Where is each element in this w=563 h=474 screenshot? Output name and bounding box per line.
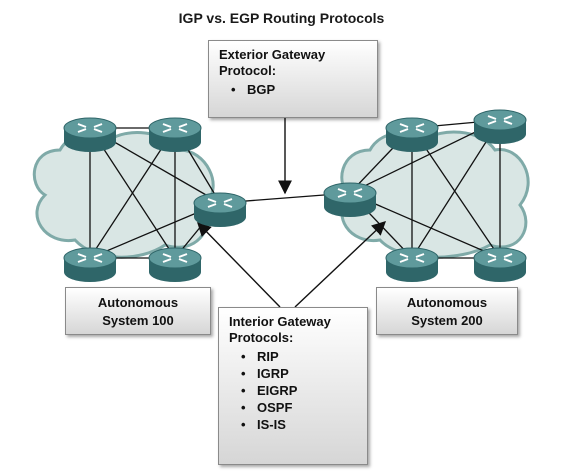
router-icon	[323, 182, 377, 217]
igp-item: OSPF	[241, 399, 357, 416]
router-icon	[473, 247, 527, 282]
router-icon	[148, 117, 202, 152]
igp-item: IGRP	[241, 365, 357, 382]
router-icon	[148, 247, 202, 282]
igp-arrow-left	[197, 221, 281, 308]
igp-item: EIGRP	[241, 382, 357, 399]
router-icon	[385, 117, 439, 152]
routers	[63, 109, 527, 282]
router-icon	[63, 117, 117, 152]
router-icon	[63, 247, 117, 282]
igp-item: IS-IS	[241, 416, 357, 433]
igp-box: Interior Gateway Protocols: RIP IGRP EIG…	[218, 307, 368, 465]
egp-heading-line2: Protocol:	[219, 63, 277, 78]
router-icon	[193, 192, 247, 227]
igp-heading-line1: Interior Gateway	[229, 314, 331, 329]
igp-item: RIP	[241, 348, 357, 365]
egp-item: BGP	[231, 81, 367, 98]
router-icon	[473, 109, 527, 144]
as-200-line1: Autonomous	[406, 295, 488, 310]
link	[411, 119, 501, 259]
as-100-line1: Autonomous	[97, 295, 179, 310]
arrows	[197, 118, 387, 308]
egp-heading-line1: Exterior Gateway	[219, 47, 326, 62]
as-200-line2: System 200	[411, 313, 483, 328]
igp-heading-line2: Protocols:	[229, 330, 294, 345]
igp-arrow-right	[294, 221, 387, 308]
diagram-title: IGP vs. EGP Routing Protocols	[178, 10, 385, 26]
as-100-box: Autonomous System 100	[65, 287, 211, 335]
cloud-left	[32, 131, 215, 259]
as-100-line2: System 100	[102, 313, 174, 328]
router-icon	[385, 247, 439, 282]
egp-box: Exterior Gateway Protocol: BGP	[208, 40, 378, 118]
as-200-box: Autonomous System 200	[376, 287, 518, 335]
